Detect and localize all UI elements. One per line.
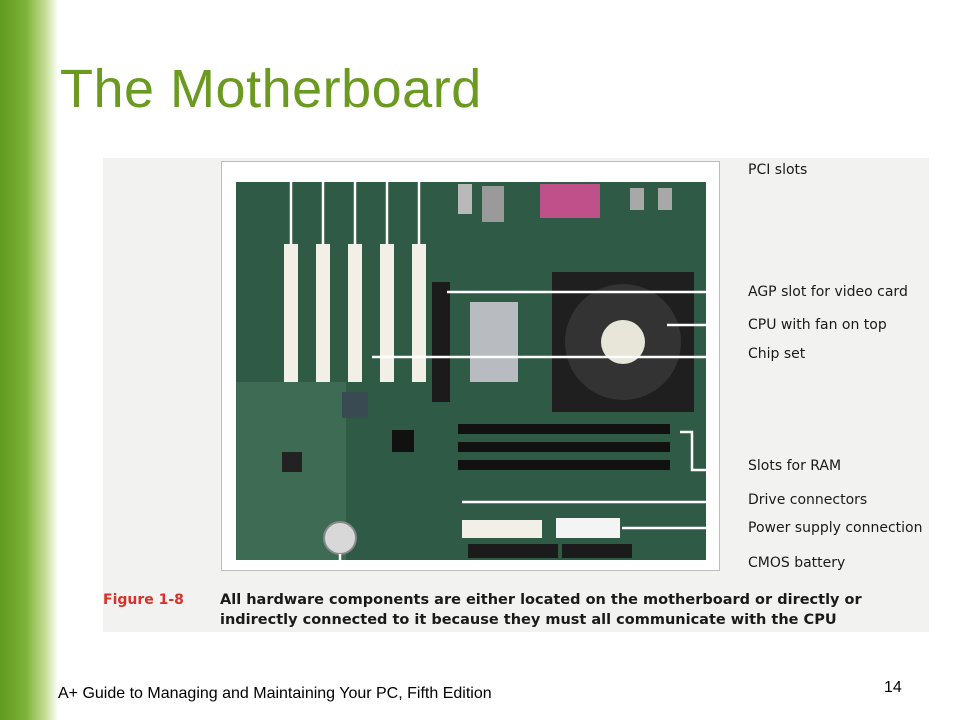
pci-slot-3 bbox=[348, 244, 362, 382]
figure-caption: All hardware components are either locat… bbox=[220, 592, 862, 628]
pci-slot-4 bbox=[380, 244, 394, 382]
callout-power-supply: Power supply connection bbox=[748, 520, 923, 536]
callout-agp-slot: AGP slot for video card bbox=[748, 284, 908, 300]
callout-drive-connectors: Drive connectors bbox=[748, 492, 868, 508]
agp-slot bbox=[432, 282, 450, 402]
drive-connector-1 bbox=[462, 520, 542, 538]
io-parallel-port bbox=[540, 184, 600, 218]
bios-chip bbox=[342, 392, 368, 418]
heatsink bbox=[470, 302, 518, 382]
io-lan-port bbox=[482, 186, 504, 222]
callout-lines bbox=[289, 172, 742, 566]
callout-pci-slots: PCI slots bbox=[748, 162, 808, 178]
power-connector bbox=[556, 518, 620, 538]
motherboard-illustration bbox=[236, 172, 742, 566]
callout-cmos-battery: CMOS battery bbox=[748, 555, 846, 571]
pci-slot-1 bbox=[284, 244, 298, 382]
io-ps2-port bbox=[630, 188, 644, 210]
figure-number: Figure 1-8 bbox=[103, 592, 184, 608]
io-audio-port bbox=[658, 188, 672, 210]
callout-chip-set: Chip set bbox=[748, 346, 806, 362]
figure-panel: PCI slots AGP slot for video card CPU wi… bbox=[103, 158, 929, 632]
motherboard-photo bbox=[221, 161, 742, 571]
callout-ram-slots: Slots for RAM bbox=[748, 458, 842, 474]
drive-connector-3 bbox=[562, 544, 632, 558]
callout-cpu-fan: CPU with fan on top bbox=[748, 317, 887, 333]
slide-title: The Motherboard bbox=[60, 59, 482, 119]
io-chip bbox=[282, 452, 302, 472]
drive-connector-2 bbox=[468, 544, 558, 558]
chipset bbox=[392, 430, 414, 452]
decorative-side-bar bbox=[0, 0, 58, 720]
pci-slot-5 bbox=[412, 244, 426, 382]
footer-book-title: A+ Guide to Managing and Maintaining You… bbox=[58, 685, 492, 702]
ram-slot-3 bbox=[458, 460, 670, 470]
cmos-battery bbox=[323, 521, 357, 555]
cpu-fan-hub bbox=[601, 320, 645, 364]
pci-slot-2 bbox=[316, 244, 330, 382]
ram-slot-2 bbox=[458, 442, 670, 452]
page-number: 14 bbox=[884, 679, 902, 696]
ram-slot-1 bbox=[458, 424, 670, 434]
io-usb-port bbox=[458, 184, 472, 214]
